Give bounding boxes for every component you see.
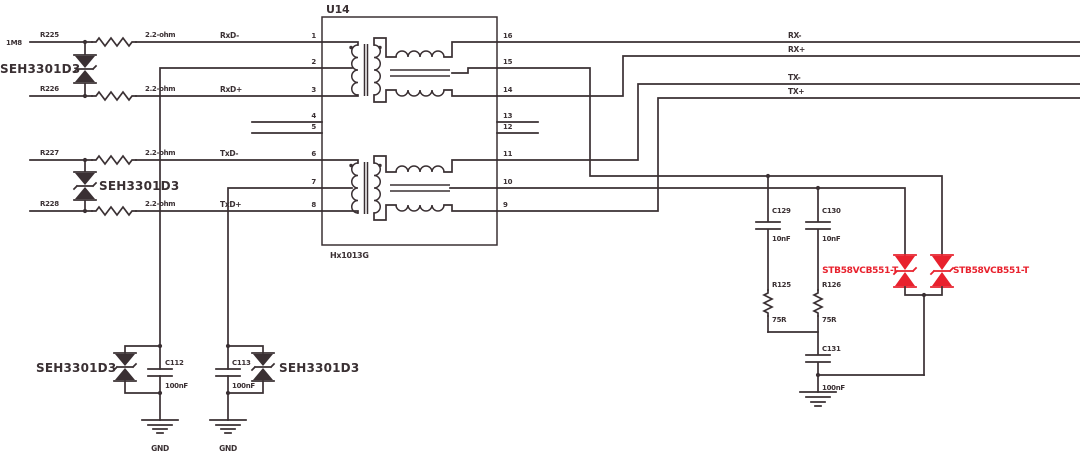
- net-label-tx-plus: TX+: [788, 87, 804, 96]
- cap-ref-c130: C130: [822, 207, 841, 215]
- res-ref-r125: R125: [772, 281, 791, 289]
- pin-number: 10: [503, 178, 513, 186]
- resistor-txd-plus: [91, 205, 137, 217]
- tvs-label-ct2: SEH3301D3: [279, 361, 359, 375]
- resistor-ref: R228: [40, 200, 59, 208]
- resistor-ref: R227: [40, 149, 59, 157]
- center-tap-filter-1: [112, 345, 179, 434]
- cap-value-c131: 100nF: [822, 384, 845, 392]
- wire-tx-center-tap: [496, 187, 906, 256]
- pin-number: 14: [503, 86, 513, 94]
- resistor-ref: R226: [40, 85, 59, 93]
- ic-part-number-label: Hx1013G: [330, 251, 369, 260]
- net-label-rxd-plus: RxD+: [220, 85, 242, 94]
- tvs-diode-red-2: [929, 254, 955, 288]
- net-label-rx-plus: RX+: [788, 45, 805, 54]
- res-value-r126: 75R: [822, 316, 837, 324]
- wire-pin2-center-tap: [159, 67, 323, 347]
- pin-number: 4: [311, 112, 316, 120]
- pin-number: 11: [503, 150, 513, 158]
- net-label-txd-plus: TxD+: [220, 200, 241, 209]
- resistor-rxd-minus: [91, 36, 137, 48]
- gnd-label-2: GND: [219, 444, 237, 453]
- pin-number: 9: [503, 201, 508, 209]
- pin-number: 6: [311, 150, 316, 158]
- net-label-rx-minus: RX-: [788, 31, 801, 40]
- transformer-tx: [321, 155, 498, 221]
- net-label-stub: 1M8: [6, 39, 22, 47]
- wire-red-tvs-bracket: [904, 286, 943, 376]
- junction-dots: [82, 39, 927, 396]
- cap-value-c130: 10nF: [822, 235, 841, 243]
- series-resistor-labels: R225 2.2-ohm R226 2.2-ohm R227 2.2-ohm R…: [40, 31, 176, 208]
- ic-left-pin-numbers: 1 2 3 4 5 6 7 8: [311, 32, 316, 209]
- wire-rx-plus: [496, 55, 1080, 97]
- resistor-value: 2.2-ohm: [145, 149, 175, 157]
- tvs-diode-rx: [72, 41, 98, 97]
- tvs-label-rx: SEH3301D3: [0, 62, 80, 76]
- resistor-ref: R225: [40, 31, 59, 39]
- pin-number: 12: [503, 123, 513, 131]
- transformer-rx: [321, 37, 498, 103]
- cap-ref-c113: C113: [232, 359, 251, 367]
- resistor-value: 2.2-ohm: [145, 85, 175, 93]
- res-value-r125: 75R: [772, 316, 787, 324]
- cap-ref-c129: C129: [772, 207, 791, 215]
- wire-tx-plus: [496, 97, 1080, 212]
- wire-pin7-center-tap: [227, 187, 323, 347]
- cap-value-c129: 10nF: [772, 235, 791, 243]
- pin-number: 16: [503, 32, 513, 40]
- tvs-label-ct1: SEH3301D3: [36, 361, 116, 375]
- wire-rx-center-tap: [496, 67, 943, 256]
- resistor-txd-minus: [91, 154, 137, 166]
- cap-ref-c131: C131: [822, 345, 841, 353]
- resistor-value: 2.2-ohm: [145, 200, 175, 208]
- termination-branch-2: [805, 187, 831, 333]
- res-ref-r126: R126: [822, 281, 841, 289]
- net-label-tx-minus: TX-: [788, 73, 801, 82]
- ic-body: [321, 16, 498, 246]
- wire-tx-minus: [496, 83, 1080, 161]
- pin-number: 15: [503, 58, 513, 66]
- tvs-diode-tx: [72, 159, 98, 212]
- net-label-rxd-minus: RxD-: [220, 31, 239, 40]
- cap-ref-c112: C112: [165, 359, 184, 367]
- pin-number: 5: [311, 123, 316, 131]
- cap-value-c113: 100nF: [232, 382, 255, 390]
- tvs-label-tx: SEH3301D3: [99, 179, 179, 193]
- red-tvs-label-left: STB58VCB551-T: [822, 266, 899, 276]
- red-tvs-label-right: STB58VCB551-T: [953, 266, 1030, 276]
- wire-rxd-minus-row: [29, 41, 323, 212]
- ic-right-pin-numbers: 16 15 14 13 12 11 10 9: [503, 32, 513, 209]
- termination-branch-1: [755, 175, 781, 333]
- termination-common-cap: [767, 331, 925, 407]
- center-tap-filter-2: [209, 345, 276, 434]
- net-label-txd-minus: TxD-: [220, 149, 238, 158]
- pin-number: 2: [311, 58, 316, 66]
- pin-number: 1: [311, 32, 316, 40]
- ic-pin-stubs: [251, 121, 539, 134]
- pin-number: 13: [503, 112, 513, 120]
- gnd-label-1: GND: [151, 444, 169, 453]
- resistor-rxd-plus: [91, 90, 137, 102]
- pin-number: 8: [311, 201, 316, 209]
- cap-value-c112: 100nF: [165, 382, 188, 390]
- pin-number: 7: [311, 178, 316, 186]
- ic-ref-label: U14: [326, 3, 350, 16]
- pin-number: 3: [311, 86, 316, 94]
- resistor-value: 2.2-ohm: [145, 31, 175, 39]
- termination-labels: C129 10nF R125 75R C130 10nF R126 75R C1…: [772, 207, 846, 392]
